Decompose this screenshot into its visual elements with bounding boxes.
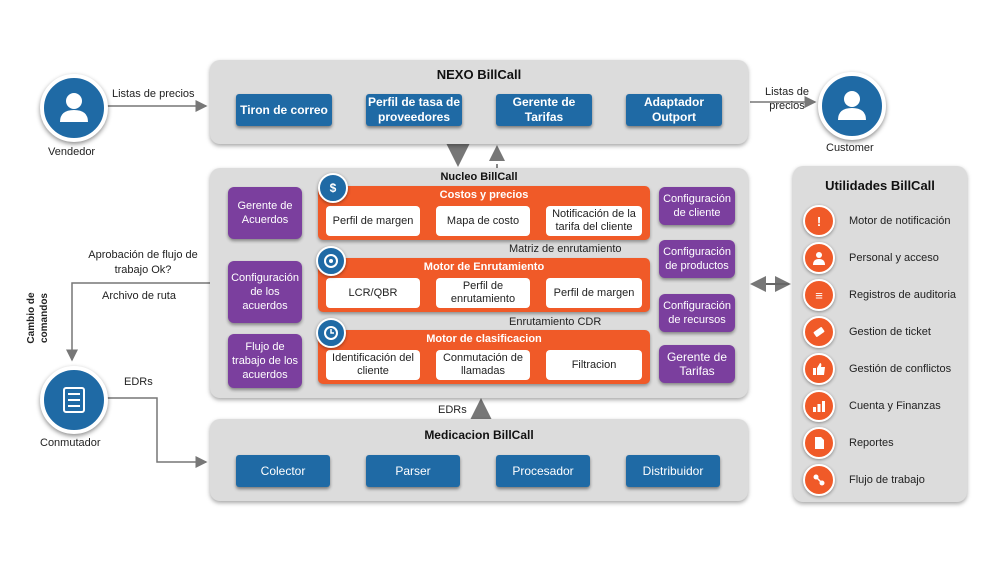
mediacion-panel: Medicacion BillCall Colector Parser Proc… [210, 419, 748, 501]
util-label: Motor de notificación [849, 215, 951, 227]
thumbs-up-icon [803, 353, 835, 385]
filtracion-item[interactable]: Filtracion [546, 350, 642, 380]
alert-icon: ! [803, 205, 835, 237]
util-label: Personal y acceso [849, 252, 939, 264]
motor-enrutamiento-engine: Motor de Enrutamiento LCR/QBR Perfil de … [318, 258, 650, 312]
costos-precios-title: Costos y precios [439, 189, 529, 201]
perfil-enrutamiento-item[interactable]: Perfil de enrutamiento [436, 278, 530, 308]
document-icon [803, 427, 835, 459]
customer-user-icon [818, 72, 886, 140]
parser-button[interactable]: Parser [366, 455, 460, 487]
flujo-trabajo-acuerdos-box[interactable]: Flujo de trabajo de los acuerdos [228, 334, 302, 388]
gerente-tarifas-box[interactable]: Gerente de Tarifas [659, 345, 735, 383]
perfil-tasa-proveedores-button[interactable]: Perfil de tasa de proveedores [366, 94, 462, 126]
routing-icon [316, 246, 346, 276]
perfil-margen-item[interactable]: Perfil de margen [326, 206, 420, 236]
nexo-panel: NEXO BillCall Tiron de correo Perfil de … [210, 60, 748, 144]
util-label: Registros de auditoria [849, 289, 957, 301]
nucleo-panel: Nucleo BillCall Gerente de Acuerdos Conf… [210, 168, 748, 398]
customer-price-lists-label: Listas de precios [764, 86, 810, 112]
list-icon: ≡ [803, 279, 835, 311]
identificacion-cliente-item[interactable]: Identificación del cliente [326, 350, 420, 380]
util-conflictos[interactable]: Gestión de conflictos [803, 353, 952, 385]
customer-label: Customer [826, 142, 874, 154]
approval-workflow-label: Aprobación de flujo de trabajo Ok? [88, 249, 198, 276]
motor-clasificacion-title: Motor de clasificacion [426, 333, 542, 345]
conmutacion-llamadas-item[interactable]: Conmutación de llamadas [436, 350, 530, 380]
nucleo-panel-title: Nucleo BillCall [440, 171, 518, 183]
mapa-costo-item[interactable]: Mapa de costo [436, 206, 530, 236]
util-flujo[interactable]: Flujo de trabajo [803, 464, 925, 496]
perfil-margen-routing-item[interactable]: Perfil de margen [546, 278, 642, 308]
notificacion-tarifa-cliente-item[interactable]: Notificación de la tarifa del cliente [546, 206, 642, 236]
configuracion-recursos-box[interactable]: Configuración de recursos [659, 294, 735, 332]
enrutamiento-cdr-label: Enrutamiento CDR [509, 316, 602, 328]
clock-icon [316, 318, 346, 348]
ticket-icon [803, 316, 835, 348]
vendor-label: Vendedor [48, 146, 96, 158]
adaptador-outport-button[interactable]: Adaptador Outport [626, 94, 722, 126]
configuracion-productos-box[interactable]: Configuración de productos [659, 240, 735, 278]
mediation-edrs-label: EDRs [438, 404, 467, 416]
util-ticket[interactable]: Gestion de ticket [803, 316, 931, 348]
util-label: Flujo de trabajo [849, 474, 925, 486]
procesador-button[interactable]: Procesador [496, 455, 590, 487]
util-label: Reportes [849, 437, 894, 449]
costos-precios-engine: Costos y precios Perfil de margen Mapa d… [318, 186, 650, 240]
util-label: Gestion de ticket [849, 326, 931, 338]
util-auditoria[interactable]: ≡ Registros de auditoria [803, 279, 957, 311]
tiron-de-correo-button[interactable]: Tiron de correo [236, 94, 332, 126]
money-bag-icon: $ [318, 173, 348, 203]
util-label: Cuenta y Finanzas [849, 400, 941, 412]
matriz-enrutamiento-label: Matriz de enrutamiento [509, 243, 622, 255]
configuracion-cliente-box[interactable]: Configuración de cliente [659, 187, 735, 225]
nexo-panel-title: NEXO BillCall [436, 67, 522, 82]
mediacion-panel-title: Medicacion BillCall [424, 428, 534, 442]
route-file-label: Archivo de ruta [102, 290, 176, 302]
utilidades-panel: Utilidades BillCall ! Motor de notificac… [793, 166, 967, 502]
motor-clasificacion-engine: Motor de clasificacion Identificación de… [318, 330, 650, 384]
command-change-label: Cambio de comandos [26, 292, 50, 344]
chart-icon [803, 390, 835, 422]
switch-edrs-label: EDRs [124, 376, 153, 388]
gerente-acuerdos-box[interactable]: Gerente de Acuerdos [228, 187, 302, 239]
util-personal[interactable]: Personal y acceso [803, 242, 939, 274]
util-reportes[interactable]: Reportes [803, 427, 894, 459]
gerente-tarifas-button[interactable]: Gerente de Tarifas [496, 94, 592, 126]
switch-icon [40, 366, 108, 434]
utilidades-panel-title: Utilidades BillCall [825, 178, 935, 193]
motor-enrutamiento-title: Motor de Enrutamiento [423, 261, 545, 273]
people-icon [803, 242, 835, 274]
distribuidor-button[interactable]: Distribuidor [626, 455, 720, 487]
colector-button[interactable]: Colector [236, 455, 330, 487]
vendor-user-icon [40, 74, 108, 142]
switch-label: Conmutador [40, 437, 101, 449]
lcr-qbr-item[interactable]: LCR/QBR [326, 278, 420, 308]
util-label: Gestión de conflictos [849, 363, 952, 375]
configuracion-acuerdos-box[interactable]: Configuración de los acuerdos [228, 261, 302, 323]
util-notificacion[interactable]: ! Motor de notificación [803, 205, 951, 237]
vendor-price-lists-label: Listas de precios [112, 88, 195, 100]
workflow-icon [803, 464, 835, 496]
util-cuenta[interactable]: Cuenta y Finanzas [803, 390, 941, 422]
